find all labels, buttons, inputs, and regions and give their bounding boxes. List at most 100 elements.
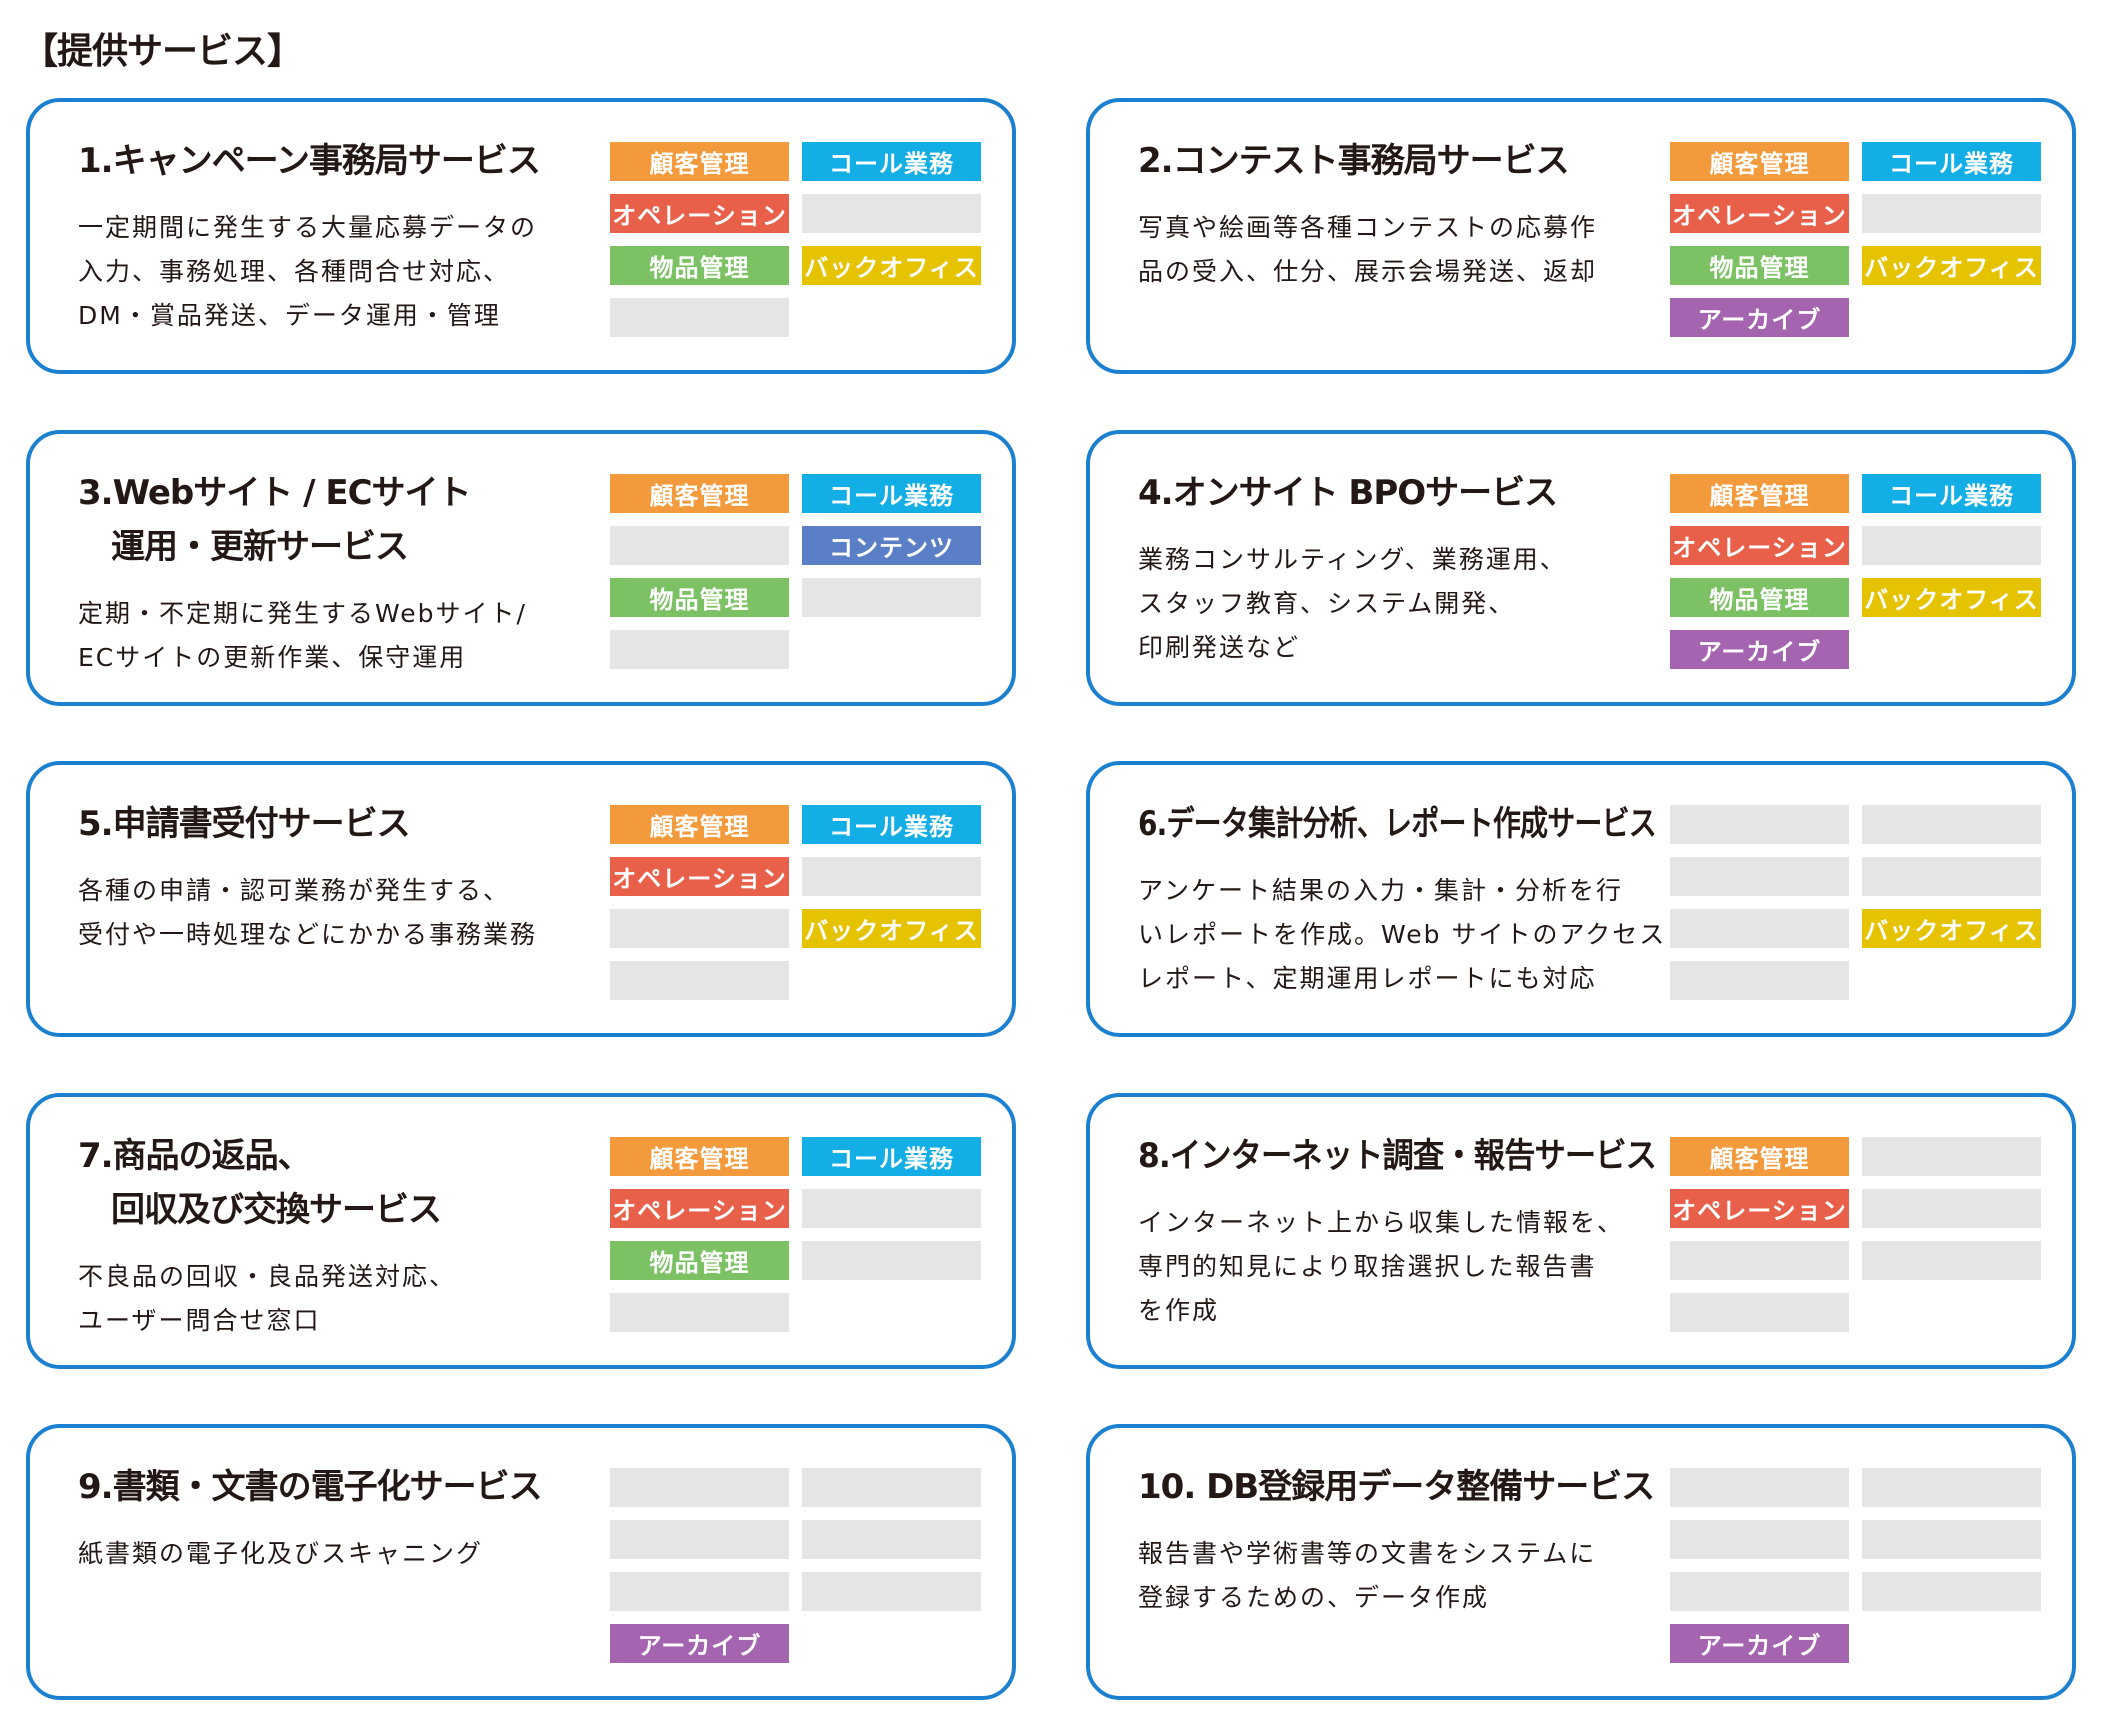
description-line: スタッフ教育、システム開発、: [1138, 589, 1516, 618]
service-tag: バックオフィス: [1862, 578, 2041, 617]
service-title-line: 5.申請書受付サービス: [78, 804, 411, 844]
description-line: 品の受入、仕分、展示会場発送、返却: [1138, 257, 1598, 286]
description-line: 入力、事務処理、各種問合せ対応、: [78, 257, 511, 286]
service-tags: アーカイブ: [610, 1468, 981, 1663]
service-title-line: 7.商品の返品、: [78, 1136, 312, 1176]
service-title-line: 4.オンサイト BPOサービス: [1138, 473, 1558, 513]
service-title: 3.Webサイト / ECサイト 運用・更新サービス: [78, 466, 472, 574]
service-title: 10. DB登録用データ整備サービス: [1138, 1460, 1655, 1514]
service-description: 不良品の回収・良品発送対応、ユーザー問合せ窓口: [78, 1255, 456, 1343]
description-line: 報告書や学術書等の文書をシステムに: [1138, 1539, 1597, 1568]
description-line: インターネット上から収集した情報を、: [1138, 1208, 1625, 1237]
tag-slot-empty: [610, 909, 789, 948]
service-card: 6.データ集計分析、レポート作成サービスアンケート結果の入力・集計・分析を行いレ…: [1086, 761, 2076, 1037]
service-tags: 顧客管理コール業務オペレーション物品管理: [610, 1137, 981, 1332]
tag-slot-empty: [610, 961, 789, 1000]
description-line: 紙書類の電子化及びスキャニング: [78, 1539, 484, 1568]
description-line: 登録するための、データ作成: [1138, 1583, 1490, 1612]
service-tag: 物品管理: [1670, 578, 1849, 617]
service-tag: 顧客管理: [1670, 1137, 1849, 1176]
description-line: 業務コンサルティング、業務運用、: [1138, 545, 1567, 574]
service-tag: 物品管理: [610, 246, 789, 285]
service-tag: コール業務: [1862, 142, 2041, 181]
service-tag: 顧客管理: [610, 1137, 789, 1176]
tag-slot-empty: [1862, 805, 2041, 844]
service-title: 8.インターネット調査・報告サービス: [1138, 1129, 1701, 1183]
tag-slot-empty: [610, 1293, 789, 1332]
description-line: ECサイトの更新作業、保守運用: [78, 643, 467, 672]
tag-slot-empty: [1670, 1241, 1849, 1280]
tag-slot-empty: [1670, 961, 1849, 1000]
tag-slot-empty: [802, 857, 981, 896]
tag-slot-empty: [1862, 194, 2041, 233]
service-tags: バックオフィス: [1670, 805, 2041, 1000]
service-tag: アーカイブ: [1670, 298, 1849, 337]
description-line: いレポートを作成。Web サイトのアクセス: [1138, 920, 1667, 949]
service-tag: バックオフィス: [802, 246, 981, 285]
service-tag: 顧客管理: [610, 805, 789, 844]
tag-slot-empty: [802, 1520, 981, 1559]
service-tag: 物品管理: [610, 578, 789, 617]
service-title: 5.申請書受付サービス: [78, 797, 411, 851]
tag-slot-empty: [1670, 909, 1849, 948]
service-tag: 顧客管理: [610, 142, 789, 181]
service-tag: オペレーション: [1670, 194, 1849, 233]
service-title-line: 3.Webサイト / ECサイト: [78, 473, 472, 513]
tag-slot-empty: [1862, 1241, 2041, 1280]
tag-slot-empty: [610, 630, 789, 669]
description-line: 不良品の回収・良品発送対応、: [78, 1262, 457, 1291]
service-title: 1.キャンペーン事務局サービス: [78, 134, 541, 188]
description-line: レポート、定期運用レポートにも対応: [1138, 964, 1597, 993]
service-title-line: 運用・更新サービス: [78, 527, 409, 567]
service-title: 7.商品の返品、 回収及び交換サービス: [78, 1129, 442, 1237]
service-tags: 顧客管理コール業務オペレーションバックオフィス: [610, 805, 981, 1000]
tag-slot-blank: [1862, 630, 2041, 669]
service-card: 8.インターネット調査・報告サービスインターネット上から収集した情報を、専門的知…: [1086, 1093, 2076, 1369]
service-card: 3.Webサイト / ECサイト 運用・更新サービス定期・不定期に発生するWeb…: [26, 430, 1016, 706]
tag-slot-empty: [1862, 1189, 2041, 1228]
description-line: 一定期間に発生する大量応募データの: [78, 213, 538, 242]
service-description: 写真や絵画等各種コンテストの応募作品の受入、仕分、展示会場発送、返却: [1138, 206, 1597, 294]
service-title-line: 回収及び交換サービス: [78, 1190, 442, 1230]
tag-slot-empty: [610, 298, 789, 337]
service-title: 9.書類・文書の電子化サービス: [78, 1460, 543, 1514]
description-line: 印刷発送など: [1138, 633, 1301, 662]
service-title: 2.コンテスト事務局サービス: [1138, 134, 1570, 188]
description-line: 定期・不定期に発生するWebサイト/: [78, 599, 527, 628]
tag-slot-blank: [1862, 961, 2041, 1000]
tag-slot-blank: [1862, 298, 2041, 337]
service-tags: 顧客管理コール業務オペレーション物品管理バックオフィス: [610, 142, 981, 337]
service-tags: 顧客管理コール業務オペレーション物品管理バックオフィスアーカイブ: [1670, 474, 2041, 669]
service-tag: アーカイブ: [610, 1624, 789, 1663]
description-line: DM・賞品発送、データ運用・管理: [78, 301, 501, 330]
tag-slot-empty: [610, 1520, 789, 1559]
service-tag: 顧客管理: [1670, 474, 1849, 513]
section-heading: 【提供サービス】: [22, 31, 303, 72]
tag-slot-empty: [802, 194, 981, 233]
service-card: 5.申請書受付サービス各種の申請・認可業務が発生する、受付や一時処理などにかかる…: [26, 761, 1016, 1037]
service-description: 業務コンサルティング、業務運用、スタッフ教育、システム開発、印刷発送など: [1138, 538, 1567, 670]
tag-slot-blank: [802, 961, 981, 1000]
description-line: 各種の申請・認可業務が発生する、: [78, 876, 511, 905]
service-card: 4.オンサイト BPOサービス業務コンサルティング、業務運用、スタッフ教育、シス…: [1086, 430, 2076, 706]
service-title: 4.オンサイト BPOサービス: [1138, 466, 1558, 520]
service-tags: 顧客管理オペレーション: [1670, 1137, 2041, 1332]
tag-slot-empty: [802, 1189, 981, 1228]
tag-slot-empty: [802, 578, 981, 617]
service-tag: コール業務: [802, 805, 981, 844]
service-tag: コール業務: [802, 1137, 981, 1176]
service-title-line: 8.インターネット調査・報告サービス: [1138, 1136, 1657, 1176]
tag-slot-empty: [610, 526, 789, 565]
tag-slot-empty: [802, 1241, 981, 1280]
service-description: アンケート結果の入力・集計・分析を行いレポートを作成。Web サイトのアクセスレ…: [1138, 869, 1666, 1001]
service-description: 報告書や学術書等の文書をシステムに登録するための、データ作成: [1138, 1532, 1596, 1620]
service-title-line: 6.データ集計分析、レポート作成サービス: [1138, 804, 1657, 844]
service-card: 9.書類・文書の電子化サービス紙書類の電子化及びスキャニングアーカイブ: [26, 1424, 1016, 1700]
service-title-line: 1.キャンペーン事務局サービス: [78, 141, 541, 181]
service-card: 2.コンテスト事務局サービス写真や絵画等各種コンテストの応募作品の受入、仕分、展…: [1086, 98, 2076, 374]
service-tag: バックオフィス: [1862, 246, 2041, 285]
service-tag: オペレーション: [610, 194, 789, 233]
service-tags: アーカイブ: [1670, 1468, 2041, 1663]
tag-slot-blank: [802, 630, 981, 669]
service-title-line: 10. DB登録用データ整備サービス: [1138, 1467, 1655, 1507]
